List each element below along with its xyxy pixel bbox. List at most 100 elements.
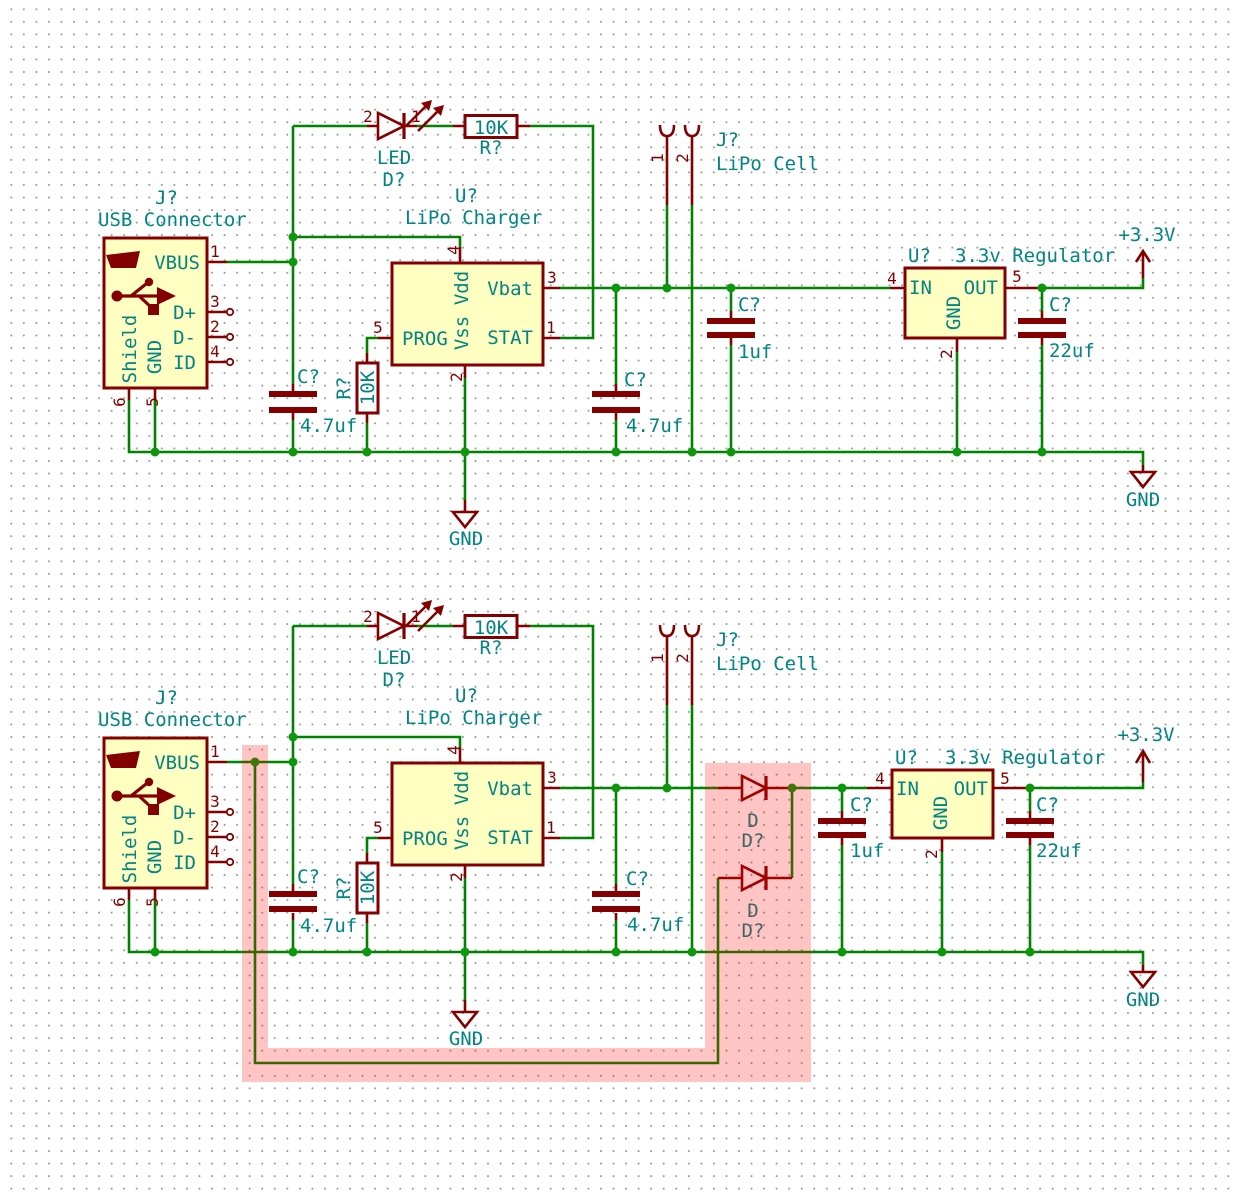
reg-out-cap-ref-label[interactable]: C? — [1036, 794, 1059, 816]
led-resistor-value-label[interactable]: 10K — [474, 117, 509, 139]
prog-resistor-ref-label[interactable]: R? — [333, 877, 355, 900]
charger-value-label[interactable]: LiPo Charger — [405, 707, 542, 729]
charger-ref-label[interactable]: U? — [455, 185, 478, 207]
regulator-pin-name-in: IN — [909, 277, 932, 299]
reg-out-cap-symbol[interactable]: C? 22uf — [1018, 294, 1095, 362]
charger-value-label[interactable]: LiPo Charger — [405, 207, 542, 229]
reg-out-cap-symbol[interactable]: C? 22uf — [1006, 794, 1082, 862]
unconnected-pin-circle — [225, 832, 235, 842]
reg-in-cap-ref-label[interactable]: C? — [738, 294, 761, 316]
charger-pin-name-stat: STAT — [487, 827, 533, 849]
usb-pin-name-dminus: D- — [173, 827, 196, 849]
regulator-value-label[interactable]: 3.3v Regulator — [955, 245, 1115, 267]
led-resistor-symbol[interactable]: 10K R? — [463, 614, 519, 660]
usb-ref-label[interactable]: J? — [155, 187, 178, 209]
reg-out-cap-value-label[interactable]: 22uf — [1049, 340, 1095, 362]
input-cap-symbol[interactable]: C? 4.7uf — [269, 366, 357, 437]
regulator-pin-name-out: OUT — [954, 778, 988, 800]
reg-out-cap-value-label[interactable]: 22uf — [1036, 840, 1082, 862]
diode1-symbol[interactable]: D D? — [740, 773, 769, 852]
wires[interactable] — [127, 124, 1145, 500]
usb-plug-icon — [106, 751, 140, 768]
charger-pin-name-stat: STAT — [487, 327, 533, 349]
lipo-charger-symbol[interactable]: U? LiPo Charger Vdd Vss PROG Vbat STAT 4… — [373, 685, 557, 882]
diode2-symbol[interactable]: D D? — [740, 863, 769, 942]
reg-in-cap-value-label[interactable]: 1uf — [850, 840, 884, 862]
input-cap-symbol[interactable]: C? 4.7uf — [269, 866, 357, 937]
led-resistor-symbol[interactable]: 10K R? — [463, 114, 519, 160]
regulator-ref-label[interactable]: U? — [895, 747, 918, 769]
usb-pin-num-5: 5 — [143, 897, 162, 907]
lipo-cell-symbol[interactable]: 1 2 J? LiPo Cell — [648, 124, 819, 175]
power-33v-symbol[interactable]: +3.3V — [1118, 224, 1176, 263]
vbat-cap-ref-label[interactable]: C? — [624, 369, 647, 391]
diode2-ref-label[interactable]: D? — [742, 920, 765, 942]
input-cap-value-label[interactable]: 4.7uf — [300, 415, 357, 437]
regulator-value-label[interactable]: 3.3v Regulator — [945, 747, 1105, 769]
prog-resistor-value-label[interactable]: 10K — [357, 370, 379, 405]
diode1-ref-label[interactable]: D? — [742, 830, 765, 852]
gnd-symbol-charger[interactable]: GND — [449, 510, 483, 550]
led-value-label[interactable]: LED — [377, 147, 411, 169]
usb-trident-icon — [111, 277, 176, 315]
diode1-value-label[interactable]: D — [747, 810, 758, 832]
gnd-symbol-charger[interactable]: GND — [449, 1010, 483, 1050]
regulator-ref-label[interactable]: U? — [908, 245, 931, 267]
prog-resistor-symbol[interactable]: 10K R? — [333, 861, 380, 915]
charger-pin-name-prog: PROG — [402, 328, 448, 350]
lipo-charger-symbol[interactable]: U? LiPo Charger Vdd Vss PROG Vbat STAT 4… — [373, 185, 557, 382]
led-resistor-value-label[interactable]: 10K — [474, 617, 509, 639]
led-symbol[interactable]: 2 1 LED D? — [363, 100, 444, 191]
usb-value-label[interactable]: USB Connector — [98, 709, 247, 731]
cell-ref-label[interactable]: J? — [716, 629, 739, 651]
reg-in-cap-symbol[interactable]: C? 1uf — [707, 294, 772, 363]
led-resistor-ref-label[interactable]: R? — [480, 137, 503, 159]
led-emission-arrows-icon — [405, 600, 444, 632]
led-resistor-ref-label[interactable]: R? — [480, 637, 503, 659]
usb-pin-name-gnd: GND — [144, 840, 166, 874]
gnd-symbol-right[interactable]: GND — [1126, 970, 1160, 1011]
vbat-cap-value-label[interactable]: 4.7uf — [626, 415, 683, 437]
vbat-cap-symbol[interactable]: C? 4.7uf — [592, 868, 684, 936]
input-cap-value-label[interactable]: 4.7uf — [300, 915, 357, 937]
lipo-cell-symbol[interactable]: 1 2 J? LiPo Cell — [648, 624, 819, 675]
usb-ref-label[interactable]: J? — [155, 687, 178, 709]
regulator-pin-name-gnd: GND — [930, 796, 952, 830]
top-schematic: J? USB Connector VBUS D+ D- ID 1 3 2 4 6… — [98, 100, 1176, 550]
vbat-cap-ref-label[interactable]: C? — [626, 868, 649, 890]
prog-resistor-value-label[interactable]: 10K — [357, 870, 379, 905]
prog-resistor-symbol[interactable]: 10K R? — [333, 361, 380, 415]
usb-pin-num-2: 2 — [210, 317, 220, 336]
gnd-symbol-right[interactable]: GND — [1126, 470, 1160, 511]
cell-value-label[interactable]: LiPo Cell — [716, 153, 819, 175]
input-cap-ref-label[interactable]: C? — [297, 866, 320, 888]
reg-out-cap-ref-label[interactable]: C? — [1049, 294, 1072, 316]
regulator-symbol[interactable]: U? 3.3v Regulator IN OUT GND 4 5 2 — [875, 747, 1105, 859]
input-cap-ref-label[interactable]: C? — [297, 366, 320, 388]
power-33v-symbol[interactable]: +3.3V — [1117, 724, 1175, 764]
charger-pin-name-vss: Vss — [451, 316, 473, 350]
led-symbol[interactable]: 2 1 LED D? — [363, 600, 444, 691]
vbat-cap-value-label[interactable]: 4.7uf — [627, 914, 684, 936]
led-ref-label[interactable]: D? — [383, 169, 406, 191]
charger-ref-label[interactable]: U? — [455, 685, 478, 707]
wires[interactable] — [127, 624, 1145, 1065]
usb-pin-num-3: 3 — [210, 792, 220, 811]
cell-value-label[interactable]: LiPo Cell — [716, 653, 819, 675]
reg-in-cap-symbol[interactable]: C? 1uf — [818, 794, 884, 862]
prog-resistor-ref-label[interactable]: R? — [333, 377, 355, 400]
regulator-symbol[interactable]: U? 3.3v Regulator IN OUT GND 4 5 2 — [887, 245, 1115, 359]
led-value-label[interactable]: LED — [377, 647, 411, 669]
reg-in-cap-ref-label[interactable]: C? — [850, 794, 873, 816]
diode2-value-label[interactable]: D — [747, 900, 758, 922]
usb-pin-num-1: 1 — [210, 742, 220, 761]
led-ref-label[interactable]: D? — [383, 669, 406, 691]
usb-connector-symbol[interactable]: J? USB Connector VBUS D+ D- ID 1 3 2 4 6… — [98, 187, 247, 407]
usb-pin-name-id: ID — [173, 852, 196, 874]
usb-connector-symbol[interactable]: J? USB Connector VBUS D+ D- ID 1 3 2 4 6… — [98, 687, 247, 907]
cell-ref-label[interactable]: J? — [716, 129, 739, 151]
vbat-cap-symbol[interactable]: C? 4.7uf — [592, 369, 683, 437]
usb-value-label[interactable]: USB Connector — [98, 209, 247, 231]
gnd-label: GND — [1126, 489, 1160, 511]
reg-in-cap-value-label[interactable]: 1uf — [738, 341, 772, 363]
